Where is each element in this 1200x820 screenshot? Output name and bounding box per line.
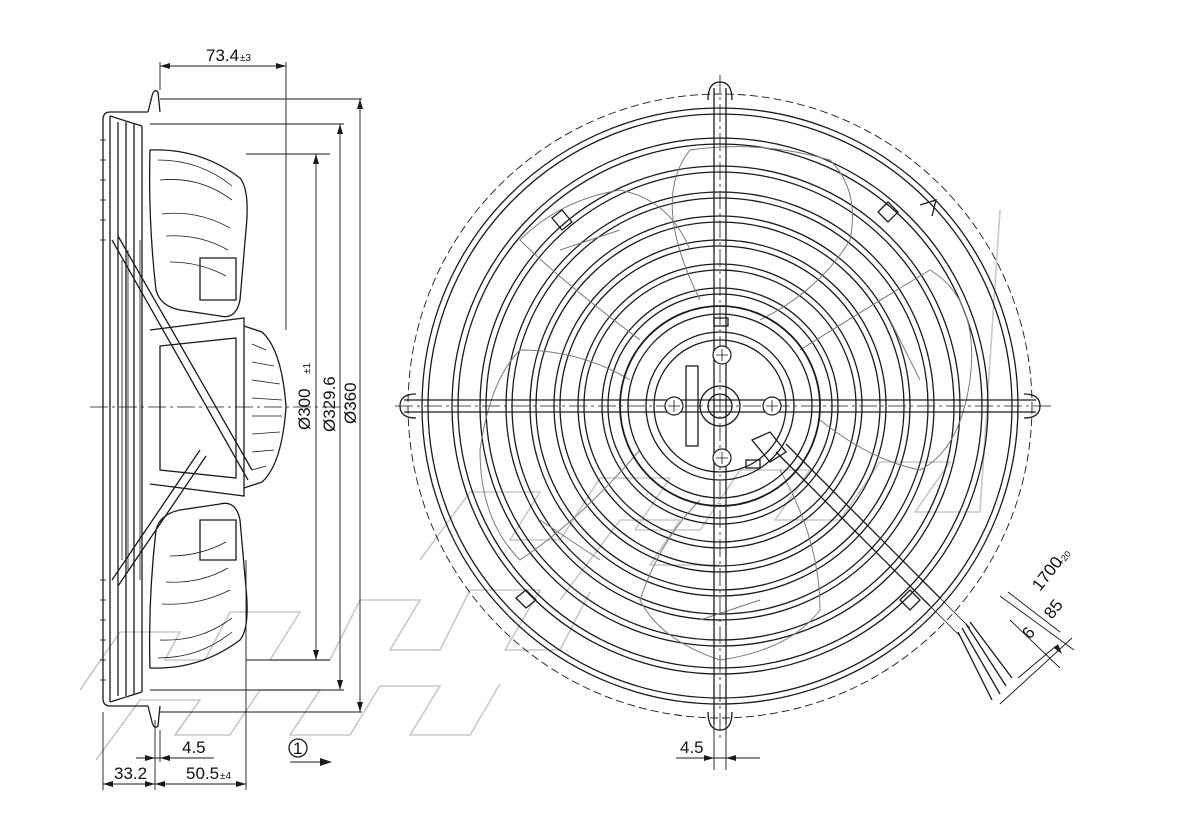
- dim-width-right-label: 50.5: [186, 764, 219, 783]
- dim-cable-strip-label: 85: [1040, 596, 1067, 623]
- dim-diameter-inner-tolerance: ±1: [302, 363, 313, 374]
- side-view: [90, 62, 363, 790]
- dim-wire-strip-label: 6: [1018, 623, 1039, 642]
- front-view: [395, 75, 1075, 770]
- dim-offset-small-label: 4.5: [182, 738, 206, 757]
- callout-number: 1: [293, 739, 302, 758]
- side-view-labels: 73.4 ±3 Ø300 ±1 Ø329.6 Ø360 4.5 33.2 50.…: [114, 46, 360, 783]
- dim-depth-label: 73.4: [206, 46, 239, 65]
- dim-width-right-tolerance: ±4: [220, 771, 231, 782]
- dim-diameter-outer-label: Ø360: [341, 382, 360, 424]
- dim-diameter-mid-label: Ø329.6: [320, 376, 339, 432]
- dim-width-left-label: 33.2: [114, 764, 147, 783]
- dim-diameter-inner-label: Ø300: [295, 388, 314, 430]
- watermark: [79, 209, 1001, 761]
- dim-front-offset-label: 4.5: [680, 738, 704, 757]
- dim-depth-tolerance: ±3: [240, 53, 251, 64]
